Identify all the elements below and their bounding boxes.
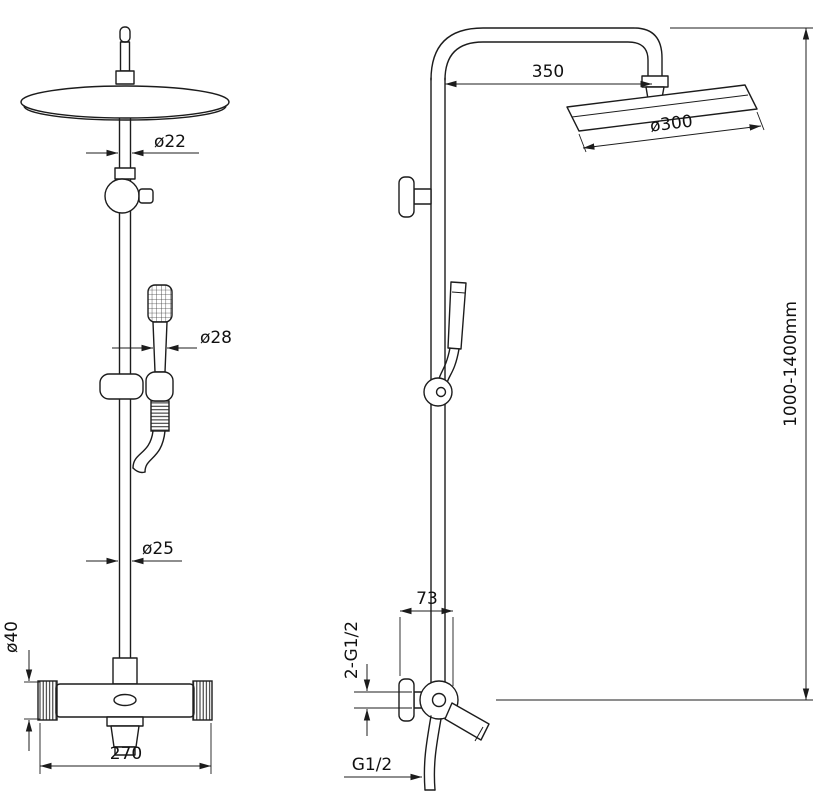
dim-label-arm-reach: 350 xyxy=(532,62,564,82)
mixer-valve-front xyxy=(37,680,213,721)
shower-head-side xyxy=(566,84,758,132)
side-dimensions: 350 ø300 73 2-G1/2 G1/2 1000-1400mm xyxy=(342,27,813,781)
front-dimensions: ø22 ø28 ø25 ø40 270 xyxy=(2,132,232,774)
pipe-joint-nut-lower xyxy=(112,657,138,685)
dim-label-height-range: 1000-1400mm xyxy=(781,301,801,427)
supply-hose-side xyxy=(423,715,442,791)
dim-label-hand-shower: ø28 xyxy=(200,328,232,348)
dim-label-inlet-connections: 2-G1/2 xyxy=(342,621,362,679)
dim-label-outlet-connection: G1/2 xyxy=(352,755,393,775)
pipe-joint-nut-upper xyxy=(114,167,136,180)
hand-shower-side xyxy=(438,281,467,384)
dim-label-pipe-lower: ø25 xyxy=(142,539,174,559)
wall-bracket-side xyxy=(398,176,432,218)
dim-label-valve-width: 270 xyxy=(110,744,142,764)
front-view xyxy=(20,26,230,756)
dim-label-valve-body: ø40 xyxy=(2,621,22,653)
tub-spout-front xyxy=(106,716,144,756)
dim-label-head-diameter: ø300 xyxy=(649,112,694,137)
dim-label-wall-distance: 73 xyxy=(416,589,438,609)
shower-head-front xyxy=(20,26,230,121)
riser-pipe-side xyxy=(430,27,663,696)
dim-label-pipe-upper: ø22 xyxy=(154,132,186,152)
hand-shower-front xyxy=(132,284,173,474)
wall-bracket-front xyxy=(104,178,154,214)
side-view xyxy=(398,27,758,791)
slider-bracket-front xyxy=(99,371,174,402)
slider-knob-side xyxy=(423,377,453,407)
valve-side xyxy=(398,678,490,742)
